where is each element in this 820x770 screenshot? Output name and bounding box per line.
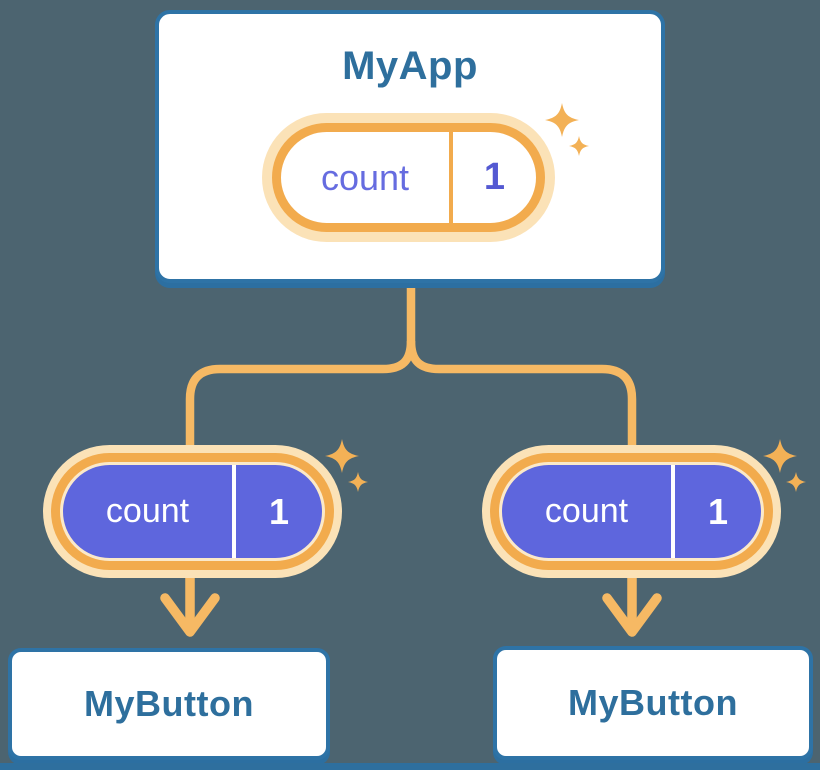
pill-divider	[449, 132, 453, 223]
state-name-label: count	[320, 156, 410, 198]
prop-pill-body: count 1	[499, 462, 764, 561]
component-title: MyApp	[342, 44, 478, 88]
bottom-edge-bar	[0, 763, 820, 770]
component-title: MyButton	[568, 682, 738, 723]
prop-name-label: count	[544, 492, 629, 530]
component-card-mybutton-left: MyButton	[8, 648, 330, 760]
branch-right-line	[406, 340, 637, 460]
prop-pill-ring: count 1	[490, 453, 773, 570]
prop-value-label: 1	[707, 490, 729, 532]
component-card-mybutton-right: MyButton	[493, 646, 813, 760]
branch-left-line	[185, 340, 416, 460]
state-value-label: 1	[483, 156, 506, 198]
prop-pill-right: count 1	[482, 445, 781, 578]
state-pill-ring: count 1	[272, 123, 545, 232]
component-title: MyButton	[84, 683, 254, 724]
pill-divider	[232, 465, 236, 558]
prop-pill-body: count 1	[60, 462, 325, 561]
prop-value-label: 1	[268, 490, 290, 532]
state-pill: count 1	[262, 113, 555, 242]
prop-name-label: count	[105, 492, 190, 530]
component-card-myapp: MyApp count 1	[155, 10, 665, 283]
prop-pill-left: count 1	[43, 445, 342, 578]
prop-pill-ring: count 1	[51, 453, 334, 570]
pill-divider	[671, 465, 675, 558]
